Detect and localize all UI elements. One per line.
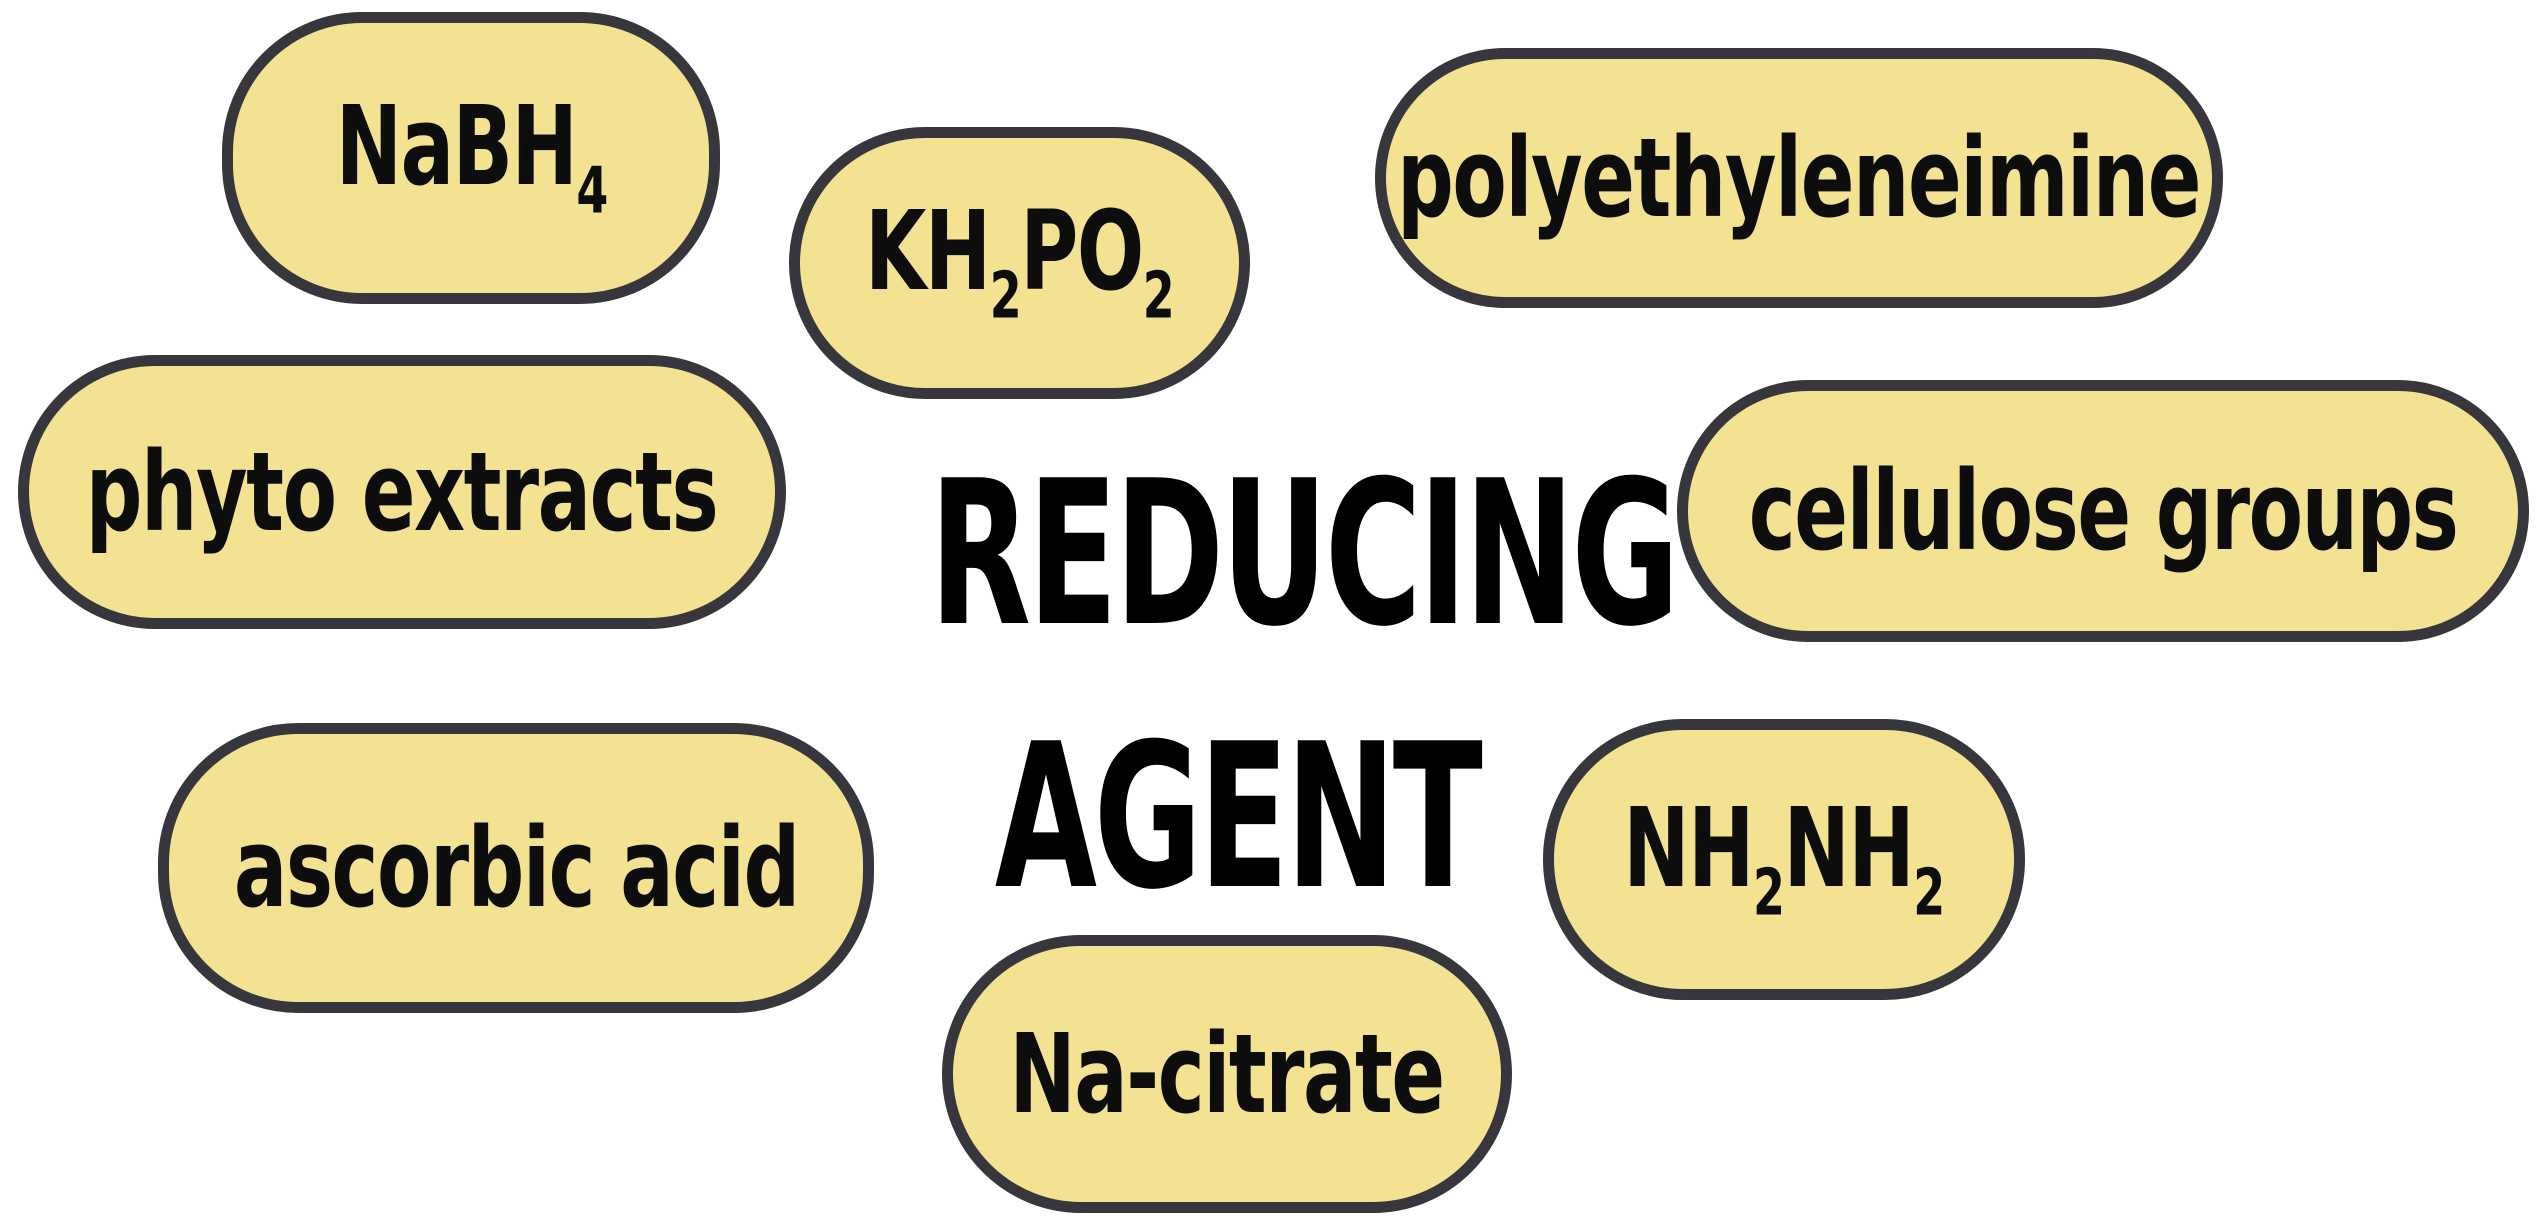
- pill-hydrazine: NH2NH2: [1543, 719, 2025, 1000]
- pill-label: NaBH4: [335, 91, 608, 225]
- label-text: NH: [1623, 783, 1755, 912]
- title-line-2: AGENT: [994, 701, 1483, 934]
- label-text: KH: [865, 187, 991, 316]
- title-line-1: REDUCING: [929, 438, 1679, 671]
- pill-label: KH2PO2: [865, 196, 1175, 330]
- label-text: ascorbic acid: [233, 804, 800, 932]
- label-text: cellulose groups: [1748, 447, 2459, 575]
- label-text: PO: [1020, 187, 1145, 316]
- pill-label: phyto extracts: [86, 437, 719, 547]
- label-subscript: 2: [1913, 856, 1946, 931]
- pill-label: NH2NH2: [1624, 793, 1946, 931]
- pill-ascorbic-acid: ascorbic acid: [158, 723, 874, 1013]
- label-text: phyto extracts: [86, 428, 719, 556]
- label-text: Na-citrate: [1009, 1010, 1446, 1138]
- label-subscript: 2: [990, 259, 1022, 334]
- center-title: REDUCING AGENT: [737, 455, 1737, 981]
- pill-sodium-borohydride: NaBH4: [222, 12, 720, 304]
- label-text: NaBH: [335, 82, 577, 211]
- pill-label: cellulose groups: [1749, 456, 2459, 566]
- pill-cellulose-groups: cellulose groups: [1677, 380, 2529, 642]
- pill-polyethyleneimine: polyethyleneimine: [1375, 48, 2223, 308]
- pill-na-citrate: Na-citrate: [942, 935, 1512, 1213]
- pill-phyto-extracts: phyto extracts: [18, 355, 786, 629]
- pill-label: polyethyleneimine: [1398, 123, 2202, 233]
- label-subscript: 4: [576, 154, 608, 229]
- label-text: polyethyleneimine: [1397, 114, 2202, 242]
- label-text: NH: [1784, 783, 1915, 912]
- label-subscript: 2: [1143, 259, 1175, 334]
- label-subscript: 2: [1753, 856, 1785, 931]
- pill-label: Na-citrate: [1010, 1019, 1446, 1129]
- pill-potassium-hypophosphite: KH2PO2: [789, 127, 1250, 399]
- pill-label: ascorbic acid: [234, 813, 800, 923]
